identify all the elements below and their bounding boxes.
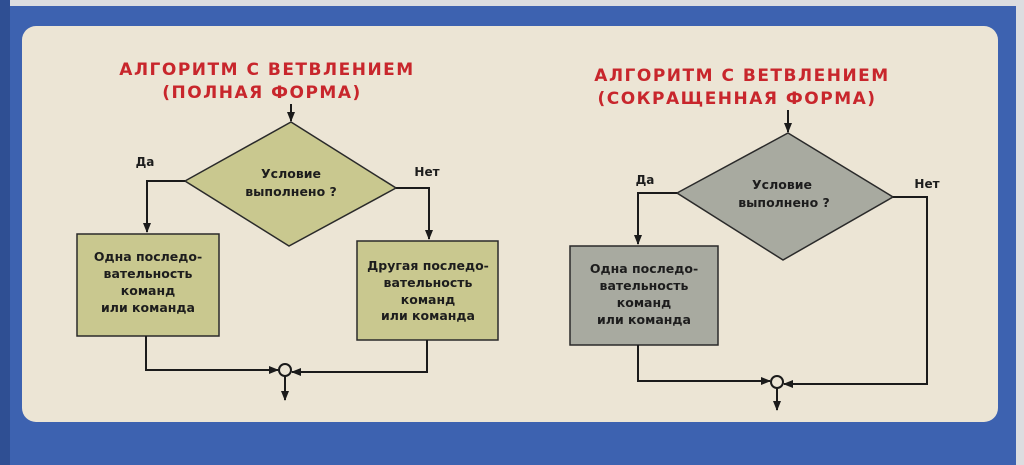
yes-box-line: Одна последо-	[590, 261, 698, 276]
left-title-line2: (ПОЛНАЯ ФОРМА)	[162, 83, 362, 103]
no-label: Нет	[914, 177, 939, 191]
condition-diamond	[183, 121, 398, 247]
right-title-line2: (СОКРАЩЕННАЯ ФОРМА)	[597, 89, 876, 109]
frame-edge	[0, 0, 10, 465]
no-arrow	[396, 187, 433, 240]
yes-process-box	[76, 233, 220, 337]
no-label: Нет	[414, 165, 439, 179]
merge-node	[278, 363, 292, 377]
merge-arrow-left	[145, 336, 279, 374]
merge-node	[770, 375, 784, 389]
short-form-diagram: АЛГОРИТМ С ВЕТВЛЕНИЕМ (СОКРАЩЕННАЯ ФОРМА…	[569, 66, 940, 411]
yes-process-box	[569, 245, 719, 346]
no-box-line: Другая последо-	[367, 258, 489, 273]
no-process-box	[356, 240, 499, 341]
yes-label: Да	[636, 173, 655, 187]
yes-box-line: команд	[617, 295, 671, 310]
merge-arrow-right	[783, 196, 928, 388]
no-box-line: или команда	[381, 308, 475, 323]
left-title-line1: АЛГОРИТМ С ВЕТВЛЕНИЕМ	[119, 60, 414, 80]
yes-box-line: или команда	[101, 300, 195, 315]
yes-arrow	[634, 192, 677, 245]
full-form-diagram: АЛГОРИТМ С ВЕТВЛЕНИЕМ (ПОЛНАЯ ФОРМА) Усл…	[76, 60, 499, 401]
condition-text-1: Условие	[752, 177, 812, 192]
yes-box-line: или команда	[597, 312, 691, 327]
merge-arrow-right	[291, 340, 428, 376]
yes-box-line: Одна последо-	[94, 249, 202, 264]
merge-arrow-left	[637, 345, 771, 385]
condition-diamond	[675, 132, 895, 261]
no-box-line: команд	[401, 292, 455, 307]
yes-box-line: вательность	[600, 278, 689, 293]
right-title-line1: АЛГОРИТМ С ВЕТВЛЕНИЕМ	[594, 66, 889, 86]
yes-box-line: вательность	[104, 266, 193, 281]
no-box-line: вательность	[384, 275, 473, 290]
condition-text-1: Условие	[261, 166, 321, 181]
condition-text-2: выполнено ?	[738, 195, 830, 210]
yes-arrow	[143, 180, 185, 233]
yes-label: Да	[136, 155, 155, 169]
yes-box-line: команд	[121, 283, 175, 298]
condition-text-2: выполнено ?	[245, 184, 337, 199]
